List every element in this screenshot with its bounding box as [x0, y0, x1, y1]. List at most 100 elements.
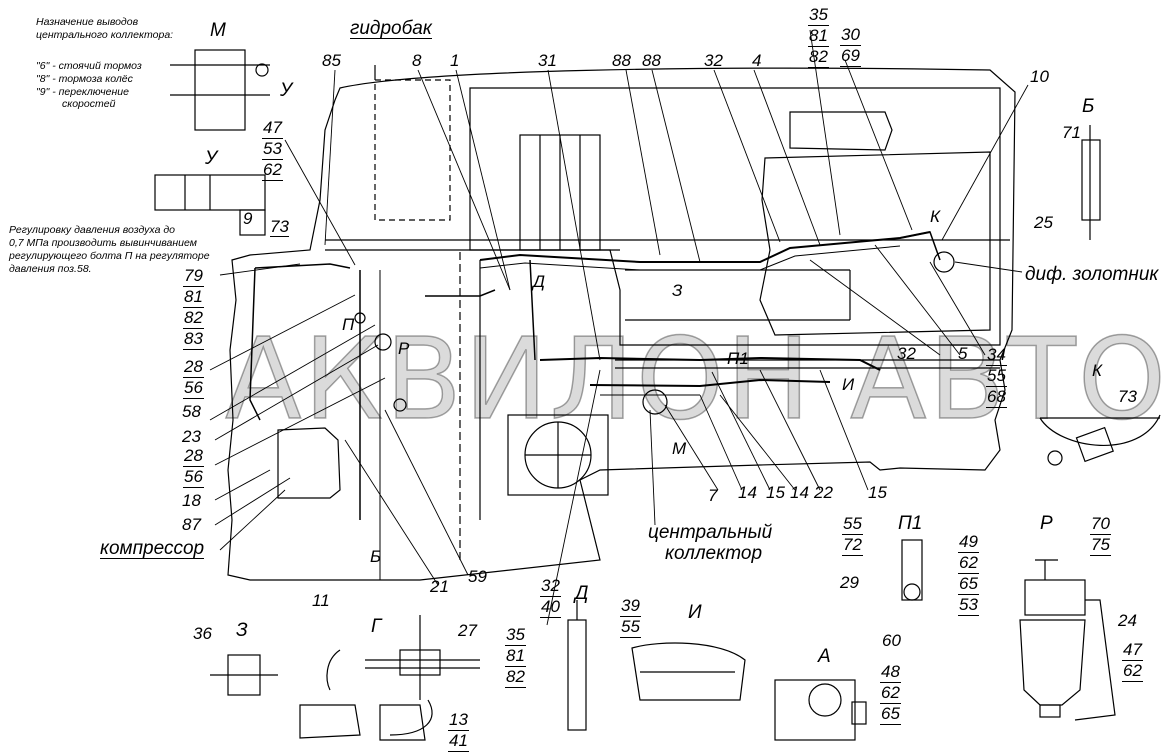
callout-88b: 88: [642, 51, 661, 70]
view-letter-k2: К: [1092, 361, 1103, 380]
legend-item-3b: скоростей: [62, 98, 116, 110]
callout-85: 85: [322, 51, 341, 70]
callout-stack-13: 13 41: [448, 710, 469, 752]
callout-stack-32b: 32 40: [540, 576, 561, 618]
view-letter-p1-detail: П1: [898, 513, 923, 534]
detail-u-num-9: 9: [243, 209, 253, 228]
callout-4: 4: [752, 51, 762, 70]
legend-title-1: Назначение выводов: [36, 16, 139, 28]
label-hydro-tank: гидробак: [350, 18, 432, 39]
label-collector-1: центральный: [648, 522, 773, 543]
pipe-lower: [539, 356, 881, 371]
callout-stack-35b: 35 81 82: [505, 625, 526, 688]
view-letter-m: М: [210, 20, 226, 41]
view-letter-r-detail: Р: [1040, 513, 1053, 534]
view-letter-r: Р: [398, 339, 410, 358]
callout-15b: 15: [868, 483, 887, 502]
callout-60: 60: [882, 631, 901, 650]
pressure-note-1: Регулировку давления воздуха до: [9, 224, 175, 236]
callout-36: 36: [193, 624, 212, 643]
callout-18: 18: [182, 491, 201, 510]
label-compressor: компрессор: [100, 538, 205, 559]
view-letter-i: И: [842, 375, 855, 394]
view-letter-i-detail: И: [688, 602, 702, 623]
callout-59: 59: [468, 567, 487, 586]
compressor-body: [277, 427, 341, 499]
callout-stack-47: 47 53 62: [262, 118, 283, 181]
view-letter-k: К: [930, 207, 941, 226]
callout-1: 1: [450, 51, 460, 70]
view-letter-b: Б: [1082, 96, 1095, 117]
legend-title-2: центрального коллектора:: [36, 29, 174, 41]
cabin-door: [759, 151, 991, 336]
legend-item-1: "6" - стоячий тормоз: [36, 60, 142, 72]
callout-stack-48: 48 62 65: [880, 662, 901, 725]
callout-22: 22: [814, 483, 833, 502]
legend-item-2: "8" - тормоза колёс: [36, 73, 133, 85]
view-letter-u: У: [280, 80, 293, 101]
view-letter-z: З: [672, 281, 683, 300]
hydro-tank-outline: [374, 79, 451, 221]
callout-27: 27: [458, 621, 477, 640]
view-letter-u2: У: [205, 148, 218, 169]
callout-stack-30: 30 69: [840, 25, 861, 67]
callout-10: 10: [1030, 67, 1049, 86]
callout-stack-55: 55 72: [842, 514, 863, 556]
callout-stack-35: 35 81 82: [808, 5, 829, 68]
callout-87: 87: [182, 515, 201, 534]
view-letter-p: П: [342, 315, 355, 334]
cabin-window: [789, 111, 893, 151]
callout-14b: 14: [790, 483, 809, 502]
cabin-outline: [469, 87, 1001, 346]
detail-u-num-73: 73: [270, 217, 289, 237]
callout-15a: 15: [766, 483, 785, 502]
callout-stack-49: 49 62 65 53: [958, 532, 979, 616]
callout-stack-28b: 28 56: [183, 446, 204, 488]
view-letter-b2: Б: [370, 547, 382, 566]
vehicle-outline: [227, 67, 1016, 581]
label-diff-valve: диф. золотник: [1025, 264, 1159, 285]
callout-73: 73: [1118, 387, 1137, 406]
filter-head: [1024, 579, 1086, 616]
callout-88a: 88: [612, 51, 631, 70]
pipe-main: [479, 231, 931, 263]
callout-stack-47b: 47 62: [1122, 640, 1143, 682]
view-letter-p1: П1: [727, 349, 749, 368]
callout-25: 25: [1034, 213, 1053, 232]
wheel-housing: [507, 414, 609, 496]
callout-21: 21: [430, 577, 449, 596]
callout-71: 71: [1062, 123, 1081, 142]
pressure-note-4: давления поз.58.: [9, 263, 92, 275]
view-letter-d-detail: Д: [575, 583, 589, 604]
view-letter-a: А: [818, 646, 831, 667]
callout-14a: 14: [738, 483, 757, 502]
callout-stack-34: 34 55 68: [986, 345, 1007, 408]
diff-valve-symbol: [933, 251, 955, 273]
view-letter-g: Г: [371, 616, 382, 637]
callout-58: 58: [182, 402, 201, 421]
callout-5: 5: [958, 344, 968, 363]
callout-23: 23: [182, 427, 201, 446]
pressure-note-3: регулирующего болта П на регуляторе: [9, 250, 210, 262]
callout-stack-39: 39 55: [620, 596, 641, 638]
callout-stack-70: 70 75: [1090, 514, 1111, 556]
filter-bowl: [1019, 619, 1086, 706]
callout-7: 7: [708, 486, 718, 505]
pressure-note-2: 0,7 МПа производить вывинчиванием: [9, 237, 197, 249]
callout-24: 24: [1118, 611, 1137, 630]
label-collector-2: коллектор: [665, 543, 763, 564]
callout-29: 29: [840, 573, 859, 592]
callout-31: 31: [538, 51, 557, 70]
leader-lines: [209, 29, 1029, 626]
callout-32: 32: [704, 51, 723, 70]
watermark: АКВИЛОН АВТО: [224, 314, 1168, 446]
callout-stack-28a: 28 56: [183, 357, 204, 399]
view-letter-d: Д: [533, 272, 545, 291]
callout-32b: 32: [897, 344, 916, 363]
view-letter-z-detail: З: [236, 620, 248, 641]
callout-8: 8: [412, 51, 422, 70]
callout-stack-79: 79 81 82 83: [183, 266, 204, 350]
legend-item-3: "9" - переключение: [36, 86, 129, 98]
